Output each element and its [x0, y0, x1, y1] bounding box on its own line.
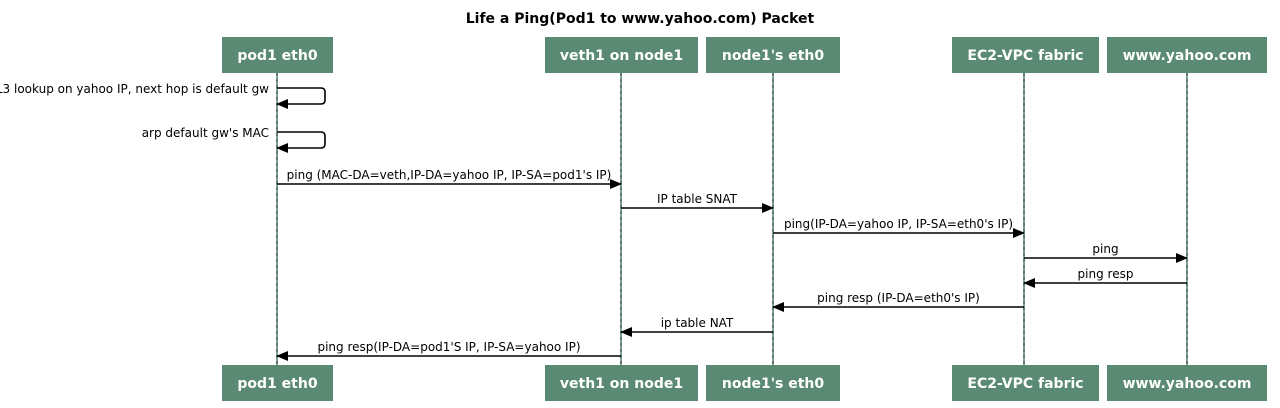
- message-1: L3 lookup on yahoo IP, next hop is defau…: [0, 82, 326, 109]
- participants-bottom: pod1 eth0 veth1 on node1 node1's eth0 EC2-V…: [222, 365, 1267, 401]
- messages: L3 lookup on yahoo IP, next hop is defau…: [0, 82, 1188, 361]
- diagram-title: Life a Ping(Pod1 to www.yahoo.com) Packe…: [466, 11, 815, 27]
- lifelines: [276, 73, 1188, 365]
- participant-label-top-node1eth0: node1's eth0: [722, 48, 824, 64]
- participant-box-top-veth1: [545, 37, 698, 73]
- message-4: IP table SNAT: [621, 192, 774, 213]
- participant-label-bottom-yahoo: www.yahoo.com: [1123, 376, 1252, 392]
- participant-box-bottom-veth1: [545, 365, 698, 401]
- message-7: ping resp: [1023, 267, 1187, 288]
- participant-label-bottom-ec2vpc: EC2-VPC fabric: [967, 376, 1083, 392]
- participant-label-bottom-node1eth0: node1's eth0: [722, 376, 824, 392]
- message-5: ping(IP-DA=yahoo IP, IP-SA=eth0's IP): [773, 217, 1025, 238]
- participant-box-bottom-node1eth0: [706, 365, 840, 401]
- message-9: ip table NAT: [620, 316, 773, 337]
- participant-label-bottom-veth1: veth1 on node1: [560, 376, 683, 392]
- participant-box-top-ec2vpc: [952, 37, 1099, 73]
- participant-box-bottom-ec2vpc: [952, 365, 1099, 401]
- participant-label-top-veth1: veth1 on node1: [560, 48, 683, 64]
- message-label: ping(IP-DA=yahoo IP, IP-SA=eth0's IP): [784, 217, 1013, 231]
- participants-top: pod1 eth0 veth1 on node1 node1's eth0 EC2-V…: [222, 37, 1267, 73]
- message-label: IP table SNAT: [657, 192, 738, 206]
- message-label: ping: [1092, 242, 1118, 256]
- message-label: L3 lookup on yahoo IP, next hop is defau…: [0, 82, 269, 96]
- participant-label-bottom-pod1: pod1 eth0: [237, 376, 317, 392]
- participant-box-top-pod1: [222, 37, 333, 73]
- message-label: ping (MAC-DA=veth,IP-DA=yahoo IP, IP-SA=…: [287, 168, 612, 182]
- participant-box-top-yahoo: [1107, 37, 1267, 73]
- participant-box-bottom-yahoo: [1107, 365, 1267, 401]
- participant-label-top-yahoo: www.yahoo.com: [1123, 48, 1252, 64]
- participant-box-top-node1eth0: [706, 37, 840, 73]
- message-label: ping resp (IP-DA=eth0's IP): [817, 291, 980, 305]
- participant-box-bottom-pod1: [222, 365, 333, 401]
- message-6: ping: [1024, 242, 1188, 263]
- participant-label-top-ec2vpc: EC2-VPC fabric: [967, 48, 1083, 64]
- message-label: ip table NAT: [661, 316, 734, 330]
- self-message-arrow: [276, 131, 326, 153]
- message-3: ping (MAC-DA=veth,IP-DA=yahoo IP, IP-SA=…: [277, 168, 622, 189]
- message-10: ping resp(IP-DA=pod1'S IP, IP-SA=yahoo I…: [276, 340, 621, 361]
- message-8: ping resp (IP-DA=eth0's IP): [772, 291, 1024, 312]
- message-label: ping resp(IP-DA=pod1'S IP, IP-SA=yahoo I…: [317, 340, 580, 354]
- message-2: arp default gw's MAC: [142, 126, 326, 153]
- self-message-arrow: [276, 87, 326, 109]
- participant-label-top-pod1: pod1 eth0: [237, 48, 317, 64]
- message-label: ping resp: [1078, 267, 1134, 281]
- message-label: arp default gw's MAC: [142, 126, 269, 140]
